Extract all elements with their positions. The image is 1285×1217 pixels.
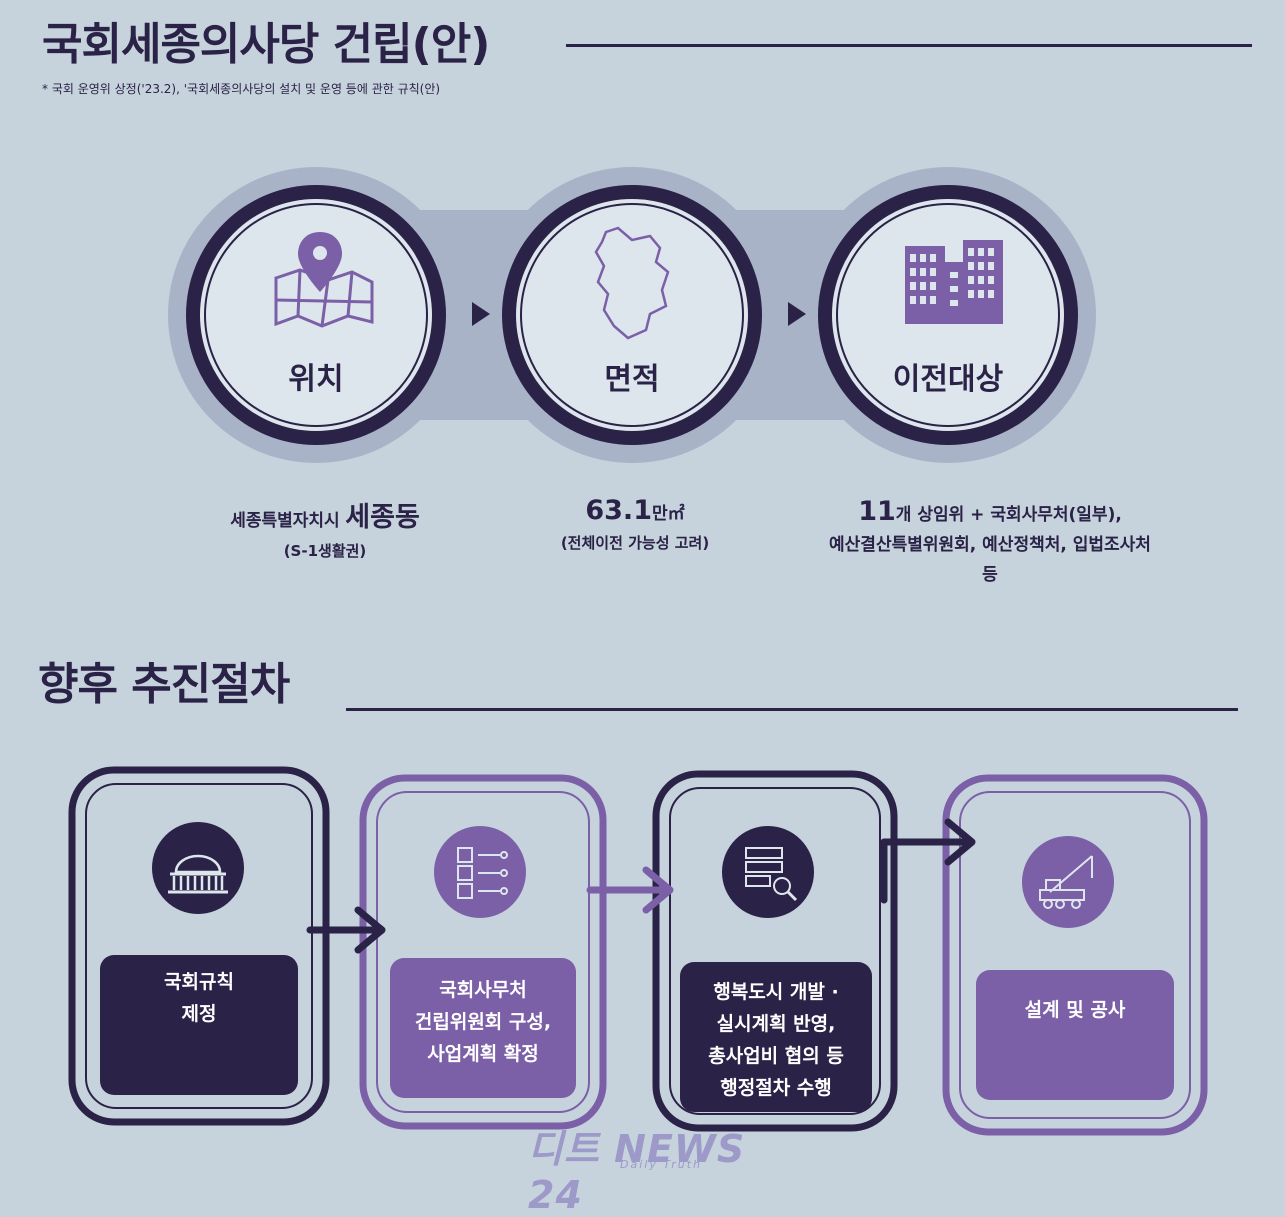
step-box-1-outline: [68, 766, 330, 1126]
organization-icon: [434, 826, 526, 918]
national-assembly-icon: [152, 822, 244, 914]
target-line2: 예산결산특별위원회, 예산정책처, 입법조사처 등: [829, 535, 1151, 585]
step-box-4-outline: [942, 774, 1208, 1136]
document-search-icon: [722, 826, 814, 918]
target-count: 11: [858, 496, 896, 527]
location-main: 세종동: [345, 502, 420, 533]
circle-label-area: 면적: [604, 362, 660, 397]
location-info: 세종특별자치시 세종동 (S-1생활권): [180, 495, 470, 561]
step-text-2: 국회사무처 건립위원회 구성, 사업계획 확정: [414, 979, 552, 1065]
step-text-1: 국회규칙 제정: [164, 971, 234, 1025]
circle-label-location: 위치: [288, 362, 344, 397]
step-panel-2: [390, 958, 576, 1098]
section-title-construction: 국회세종의사당 건립(안): [42, 19, 490, 70]
diagram-graphics: [68, 167, 1208, 1136]
step-text-3: 행복도시 개발 · 실시계획 반영, 총사업비 협의 등 행정절차 수행: [708, 981, 844, 1099]
step-text-4: 설계 및 공사: [1024, 999, 1126, 1021]
area-info: 63.1만㎡ (전체이전 가능성 고려): [500, 495, 770, 553]
step-arrow-1: [306, 906, 386, 954]
triangle-arrow-2: [788, 302, 806, 326]
region-map-icon: [594, 226, 670, 340]
target-line1: 개 상임위 + 국회사무처(일부),: [895, 505, 1122, 525]
circle-label-target: 이전대상: [892, 362, 1004, 397]
step-box-2-outline: [359, 774, 607, 1130]
step-arrow-3: [880, 818, 976, 904]
map-pin-icon: [274, 232, 374, 328]
step-panel-1: [100, 955, 298, 1095]
crane-icon: [1022, 836, 1114, 928]
location-prefix: 세종특별자치시: [230, 511, 340, 531]
target-info: 11개 상임위 + 국회사무처(일부), 예산결산특별위원회, 예산정책처, 입…: [820, 497, 1160, 590]
title-underline: [566, 44, 1252, 47]
step-arrow-2: [586, 866, 674, 914]
step-box-3-outline: [652, 770, 898, 1132]
title-underline-2: [346, 708, 1238, 711]
area-unit: 만㎡: [651, 504, 685, 524]
section-title-procedure: 향후 추진절차: [38, 659, 290, 710]
circle-area: [502, 185, 762, 445]
location-sub: (S-1생활권): [283, 542, 367, 560]
building-icon: [905, 240, 1003, 324]
source-note: * 국회 운영위 상정('23.2), '국회세종의사당의 설치 및 운영 등에…: [42, 82, 441, 96]
area-value: 63.1: [585, 495, 652, 526]
area-sub: (전체이전 가능성 고려): [560, 534, 710, 552]
news-watermark-logo: 디트 NEWS 24 Daily Truth: [528, 1127, 746, 1217]
step-panel-3: [680, 962, 872, 1112]
step-panel-4: [976, 970, 1174, 1100]
triangle-arrow-1: [472, 302, 490, 326]
